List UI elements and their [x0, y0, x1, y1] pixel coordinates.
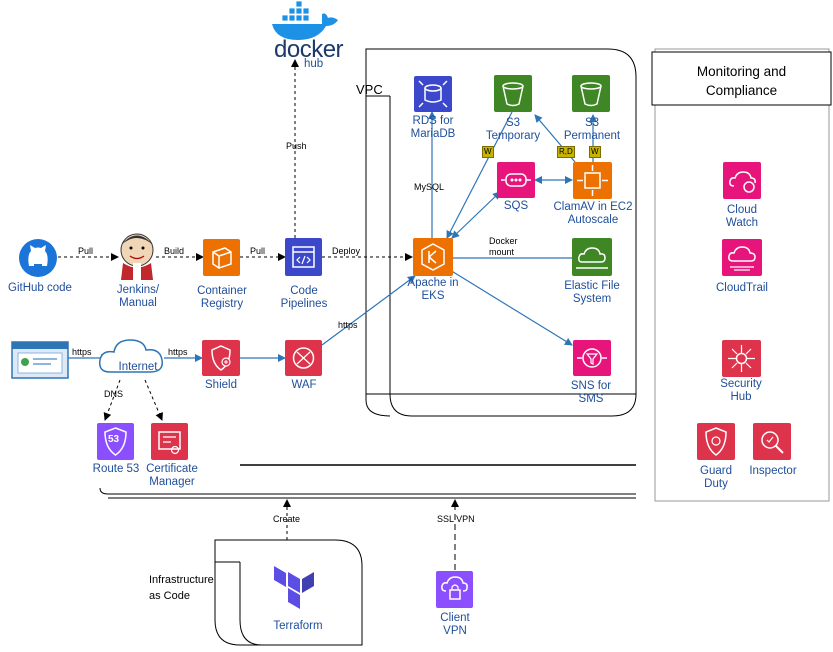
cloudtrail-label: CloudTrail — [716, 282, 768, 294]
cloudtrail-icon — [722, 239, 762, 276]
shield-icon — [202, 340, 240, 376]
route53-badge: 53 — [108, 434, 120, 445]
docker-hub-label: hub — [304, 58, 324, 70]
sns-icon — [573, 340, 611, 376]
monitoring-title-line1: Monitoring and — [696, 64, 787, 79]
waf-label: WAF — [291, 379, 317, 391]
monitoring-title-box — [651, 51, 832, 106]
internet-label: Internet — [118, 361, 158, 373]
edge-label-dns: DNS — [104, 389, 124, 399]
waf-icon — [285, 340, 322, 376]
cloudwatch-icon — [723, 162, 761, 199]
badge-read-delete: R,D — [557, 146, 575, 158]
sqs-label: SQS — [503, 200, 529, 212]
sqs-icon — [497, 162, 535, 198]
internet-cloud-icon — [98, 339, 163, 373]
edge-sqs-eks — [451, 191, 501, 239]
edge-label-https-browser: https — [72, 347, 92, 357]
clamav-ec2-icon — [573, 162, 612, 199]
security-hub-icon — [722, 340, 761, 377]
github-label: GitHub code — [8, 282, 72, 294]
vpc-label: VPC — [356, 82, 383, 97]
certificate-manager-icon — [151, 423, 188, 460]
efs-icon — [572, 238, 612, 276]
jenkins-icon — [120, 233, 154, 280]
edge-dns — [103, 379, 121, 421]
docker-logo-icon — [272, 0, 338, 40]
route53-icon: 53 — [97, 423, 134, 460]
inspector-label: Inspector — [749, 465, 797, 477]
edge-cert — [144, 379, 163, 421]
docker-brand-label: docker — [274, 36, 344, 63]
jenkins-label: Jenkins/Manual — [116, 284, 160, 309]
github-icon — [19, 239, 57, 277]
edge-label-mysql: MySQL — [414, 182, 445, 192]
eks-icon — [413, 238, 453, 276]
edge-label-https-internet: https — [168, 347, 188, 357]
code-pipelines-icon — [285, 238, 322, 276]
edge-label-https-waf: https — [338, 320, 358, 330]
browser-icon — [11, 341, 69, 379]
monitoring-title: Monitoring and Compliance — [652, 62, 831, 100]
edge-eks-sns — [449, 269, 573, 346]
guardduty-icon — [697, 423, 735, 460]
edge-label-deploy: Deploy — [332, 246, 361, 256]
badge-write-perm: W — [589, 146, 601, 158]
inspector-icon — [753, 423, 791, 460]
edge-waf-eks — [321, 275, 416, 346]
container-registry-icon — [203, 239, 240, 276]
vpc-container — [365, 48, 637, 417]
edge-label-pull-registry: Pull — [250, 246, 266, 256]
rds-icon — [414, 76, 452, 112]
route53-label: Route 53 — [92, 463, 140, 475]
s3-permanent-icon — [572, 75, 610, 112]
edge-label-create: Create — [273, 514, 301, 524]
edge-label-build: Build — [164, 246, 185, 256]
edge-label-pull-github: Pull — [78, 246, 94, 256]
edge-label-push: Push — [286, 141, 307, 151]
terraform-label: Terraform — [273, 620, 323, 632]
s3-temporary-icon — [494, 75, 532, 112]
monitoring-title-line2: Compliance — [705, 83, 778, 98]
client-vpn-icon — [436, 571, 473, 608]
badge-write-temp: W — [482, 146, 494, 158]
terraform-icon — [270, 566, 322, 618]
shield-label: Shield — [205, 379, 237, 391]
edge-label-ssl-vpn: SSL VPN — [437, 514, 475, 524]
